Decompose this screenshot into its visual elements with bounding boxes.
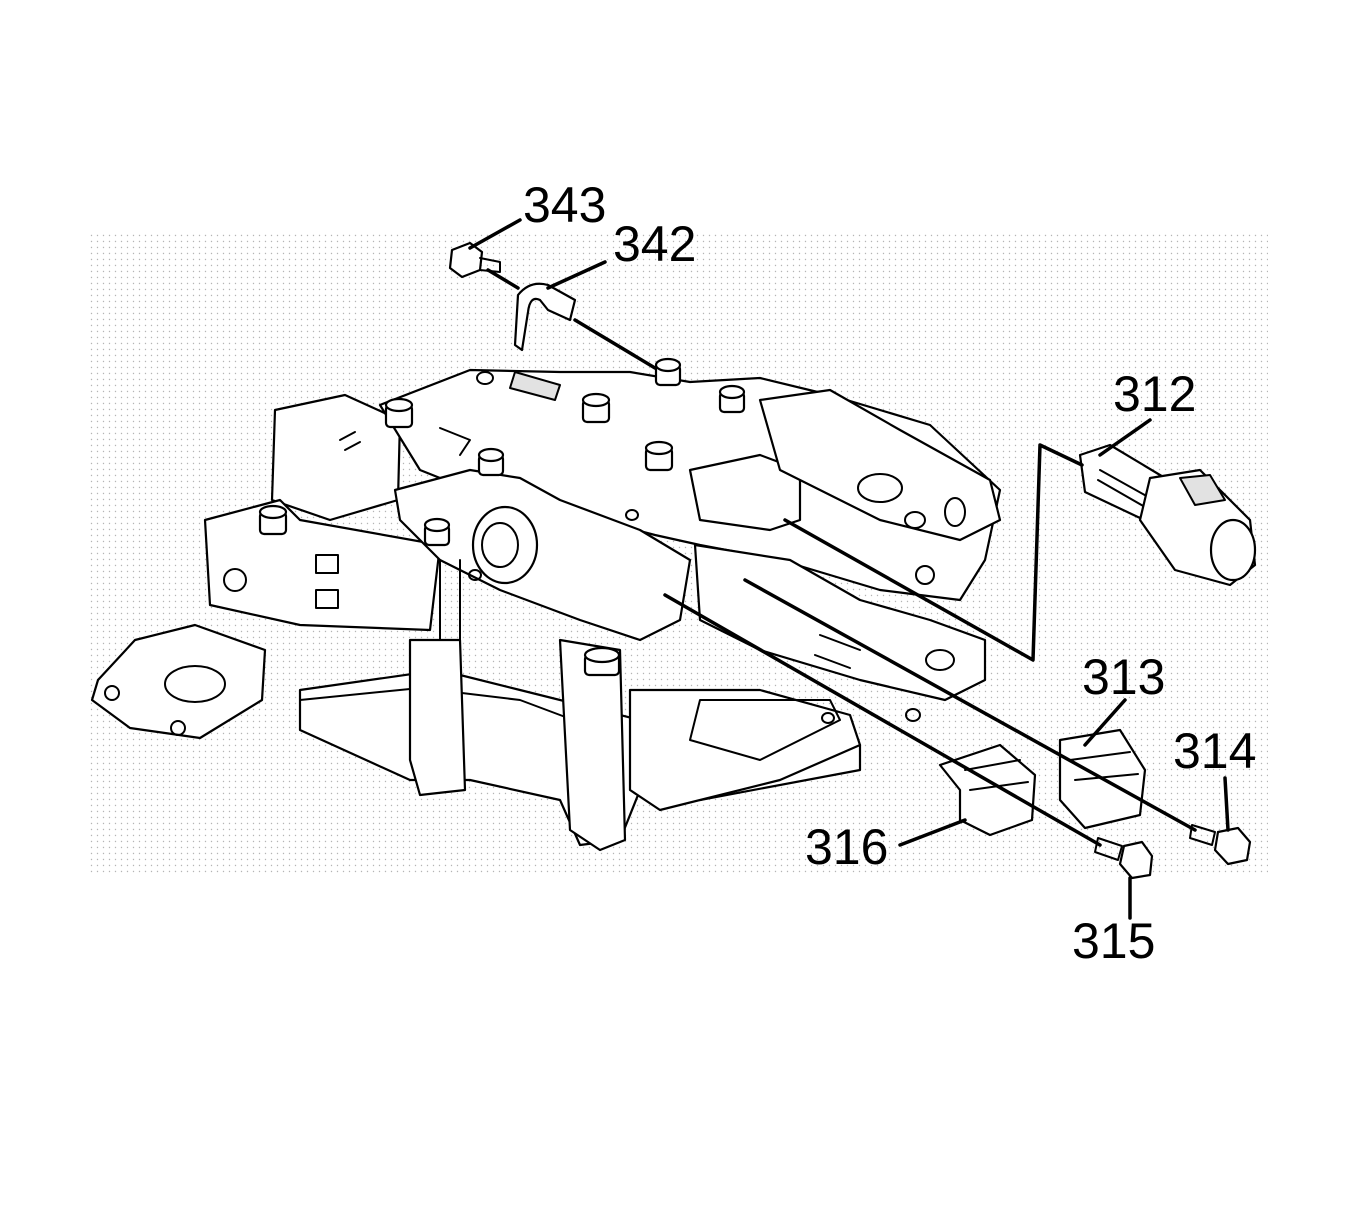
callout-314: 314 xyxy=(1173,723,1256,779)
callout-312: 312 xyxy=(1113,366,1196,422)
leader-lines xyxy=(468,218,1230,920)
solenoid-312 xyxy=(1078,443,1257,587)
valve-body-housing xyxy=(90,357,1002,852)
callout-313: 313 xyxy=(1082,649,1165,705)
assembly-lines xyxy=(486,268,1197,847)
callout-316: 316 xyxy=(805,819,888,875)
callout-342: 342 xyxy=(613,216,696,272)
bolt-314 xyxy=(1189,824,1252,866)
callout-343: 343 xyxy=(523,177,606,233)
callout-315: 315 xyxy=(1072,913,1155,969)
retaining-clip-342 xyxy=(513,282,577,352)
bolt-315 xyxy=(1094,837,1154,880)
deck-bolts xyxy=(258,357,746,677)
callout-labels: 343 342 312 313 314 316 315 xyxy=(523,177,1256,969)
